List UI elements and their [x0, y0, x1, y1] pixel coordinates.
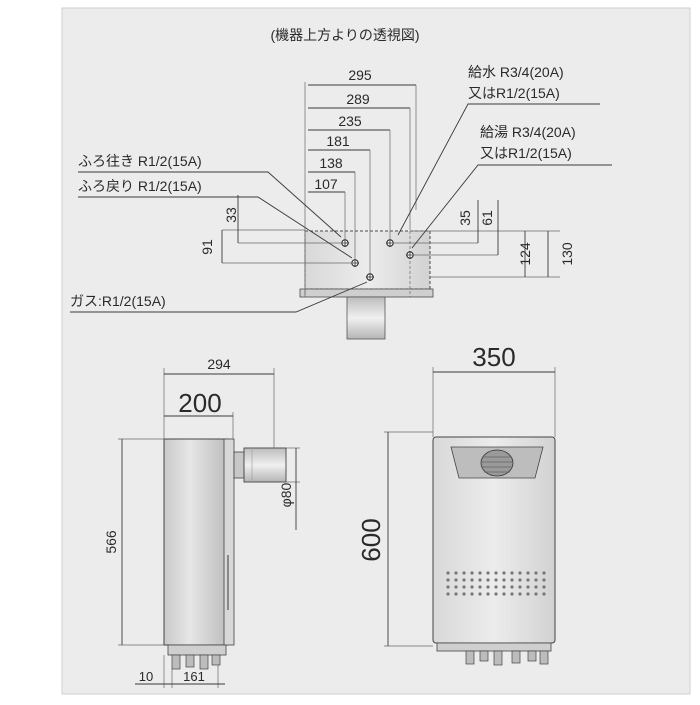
label-hot-supply-1: 給湯 R3/4(20A) [480, 124, 576, 140]
dim-33: 33 [223, 207, 239, 223]
front-view-body [432, 436, 556, 666]
dim-side-10: 10 [139, 669, 153, 684]
label-bath-return: ふろ戻り R1/2(15A) [78, 178, 202, 194]
dim-181: 181 [326, 133, 350, 149]
side-view: 294 200 566 φ80 10 161 [103, 356, 300, 688]
dim-124: 124 [517, 242, 533, 266]
dim-235: 235 [338, 113, 362, 129]
label-bath-out: ふろ往き R1/2(15A) [78, 153, 202, 169]
dim-130: 130 [559, 242, 575, 266]
dim-35: 35 [457, 210, 473, 226]
top-left-dimensions: 33 91 [199, 195, 355, 264]
top-horizontal-dimensions: 295 289 235 181 138 107 [304, 67, 417, 295]
dim-107: 107 [314, 176, 338, 192]
dim-138: 138 [319, 155, 343, 171]
dim-side-161: 161 [183, 669, 205, 684]
label-hot-supply-2: 又はR1/2(15A) [480, 145, 572, 161]
dim-side-200: 200 [178, 388, 221, 418]
top-view: (機器上方よりの透視図) 295 289 [70, 27, 612, 340]
exhaust-vent-icon [480, 449, 514, 477]
label-gas: ガス:R1/2(15A) [70, 293, 166, 309]
top-labels: 給水 R3/4(20A) 又はR1/2(15A) 給湯 R3/4(20A) 又は… [70, 64, 612, 313]
dim-289: 289 [346, 91, 370, 107]
vent-grid [446, 571, 546, 596]
label-water-supply-2: 又はR1/2(15A) [468, 85, 560, 101]
front-dimensions: 350 600 [356, 342, 556, 647]
top-right-dimensions: 35 61 124 130 [390, 200, 575, 278]
dim-295: 295 [348, 67, 372, 83]
top-view-title: (機器上方よりの透視図) [270, 27, 419, 43]
dim-side-294: 294 [207, 356, 231, 372]
front-view: 350 600 [356, 342, 556, 666]
label-water-supply-1: 給水 R3/4(20A) [468, 64, 564, 80]
dim-61: 61 [479, 210, 495, 226]
side-view-body [163, 438, 287, 670]
dim-front-350: 350 [472, 342, 515, 372]
sheet-frame [61, 7, 691, 695]
dim-side-566: 566 [103, 530, 119, 554]
dim-front-600: 600 [356, 518, 386, 561]
dim-side-phi80: φ80 [278, 482, 294, 507]
side-dimensions: 294 200 566 φ80 10 161 [103, 356, 300, 688]
dim-91: 91 [199, 239, 215, 255]
